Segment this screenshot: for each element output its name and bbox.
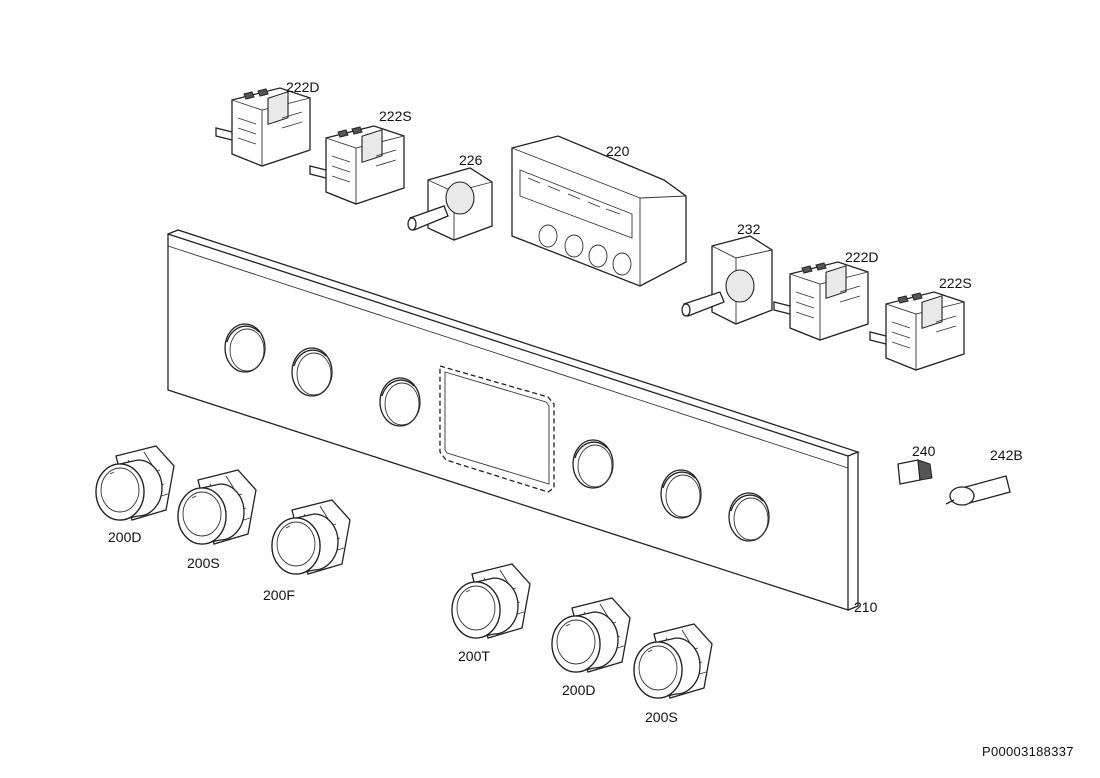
document-id: P00003188337 xyxy=(982,744,1074,759)
switch-222d-top xyxy=(215,87,311,167)
switch-232 xyxy=(681,235,773,325)
thermostat-226 xyxy=(407,167,493,241)
switch-222s-top xyxy=(309,125,405,205)
lamp-240 xyxy=(897,459,933,485)
switch-222s-right xyxy=(869,291,965,371)
label-200s-left: 200S xyxy=(187,555,220,571)
knob-200t xyxy=(451,563,531,639)
knob-200f xyxy=(271,499,351,575)
front-panel-210 xyxy=(167,229,860,611)
programmer-220 xyxy=(511,135,687,287)
label-200f: 200F xyxy=(263,587,295,603)
label-240: 240 xyxy=(912,443,936,459)
label-200s-bottom: 200S xyxy=(645,709,678,725)
label-210: 210 xyxy=(854,599,878,615)
label-222d-right: 222D xyxy=(845,249,879,265)
label-222s-right: 222S xyxy=(939,275,972,291)
label-200d-left: 200D xyxy=(108,529,142,545)
knob-200d-left xyxy=(95,445,175,521)
knob-200s-left xyxy=(177,469,257,545)
label-226: 226 xyxy=(459,152,483,168)
label-220: 220 xyxy=(606,143,630,159)
label-222s-top: 222S xyxy=(379,108,412,124)
label-200d-bottom: 200D xyxy=(562,682,596,698)
label-200t: 200T xyxy=(458,648,490,664)
knob-200s-bottom xyxy=(633,623,713,699)
knob-200d-bottom xyxy=(551,597,631,673)
label-222d-top: 222D xyxy=(286,79,320,95)
holder-242b xyxy=(945,475,1011,506)
label-232: 232 xyxy=(737,221,761,237)
label-242b: 242B xyxy=(990,447,1023,463)
switch-222d-right xyxy=(773,261,869,341)
